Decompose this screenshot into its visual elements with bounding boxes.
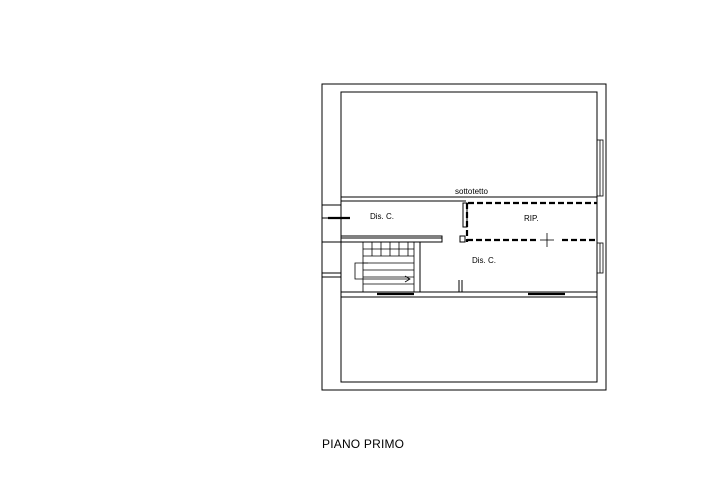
sottotetto-wall: [341, 196, 597, 205]
label-dis-c-right: Dis. C.: [472, 256, 496, 265]
rip-partition: [459, 202, 597, 247]
label-rip: RIP.: [524, 214, 539, 223]
label-dis-c-left: Dis. C.: [370, 212, 394, 221]
corridor-lower-wall: [341, 280, 597, 298]
label-sottotetto: sottotetto: [455, 187, 488, 196]
right-windows: [596, 139, 604, 274]
plan-title: PIANO PRIMO: [322, 437, 405, 451]
staircase: [340, 235, 443, 293]
outer-walls: [321, 83, 607, 391]
